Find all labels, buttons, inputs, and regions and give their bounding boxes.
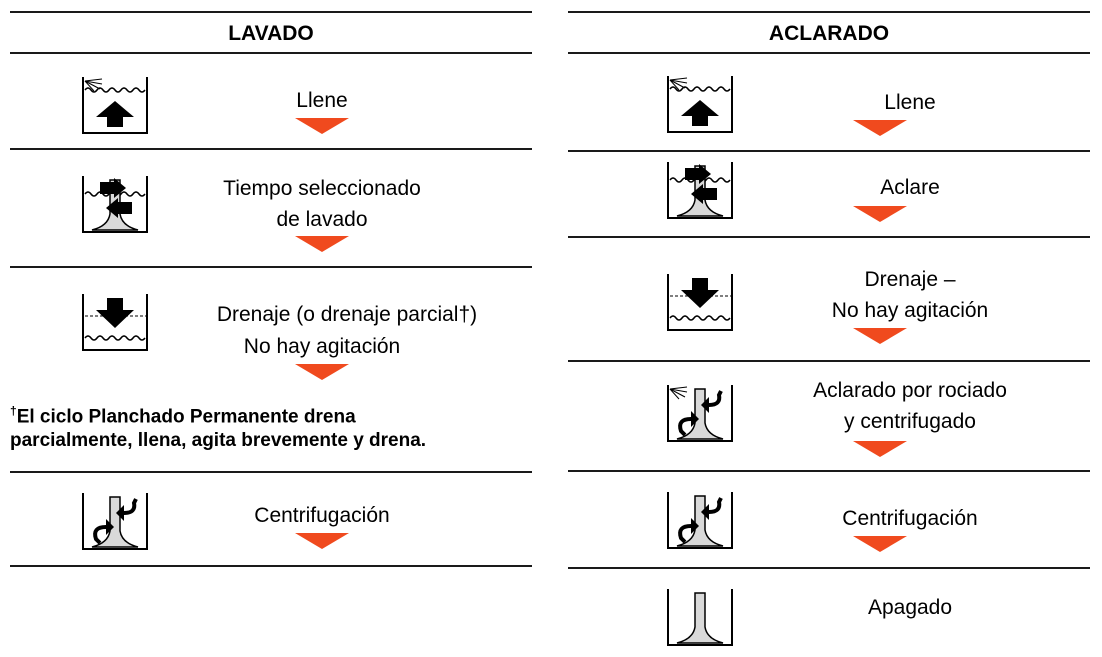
drain-icon (80, 292, 150, 352)
step-label: Llene (296, 89, 348, 112)
footnote-mark: † (10, 404, 17, 418)
divider (10, 11, 532, 13)
divider (10, 266, 532, 268)
spray-spin-icon (665, 383, 735, 443)
divider (568, 11, 1090, 13)
off-icon (665, 587, 735, 647)
step-label: de lavado (276, 208, 368, 231)
step-label: Centrifugación (842, 507, 978, 530)
down-arrow-icon (295, 236, 349, 252)
down-arrow-icon (295, 364, 349, 380)
divider (10, 565, 532, 567)
step-label: Drenaje – (864, 268, 956, 291)
down-arrow-icon (853, 120, 907, 136)
divider (568, 470, 1090, 472)
step-label: Apagado (867, 596, 953, 619)
divider (10, 52, 532, 54)
fill-icon (665, 74, 735, 134)
step-label: Aclarado por rociado (813, 379, 1007, 402)
footnote-line: parcialmente, llena, agita brevemente y … (10, 430, 427, 451)
step-label: Aclare (880, 176, 940, 199)
footnote-line: El ciclo Planchado Permanente drena (16, 406, 356, 428)
divider (568, 567, 1090, 569)
down-arrow-icon (295, 118, 349, 134)
down-arrow-icon (853, 206, 907, 222)
lavado-title: LAVADO (228, 22, 314, 45)
divider (568, 52, 1090, 54)
divider (10, 148, 532, 150)
rinse-agitate-icon (665, 160, 735, 220)
down-arrow-icon (295, 533, 349, 549)
divider (568, 236, 1090, 238)
step-label: No hay agitación (243, 335, 401, 358)
footnote: †El ciclo Planchado Permanente drena (10, 398, 356, 430)
spin-icon (80, 491, 150, 551)
step-label: No hay agitación (831, 299, 989, 322)
step-label: Centrifugación (254, 504, 390, 527)
aclarado-title: ACLARADO (768, 22, 890, 45)
down-arrow-icon (853, 328, 907, 344)
down-arrow-icon (853, 441, 907, 457)
divider (10, 471, 532, 473)
wash-agitate-icon (80, 174, 150, 234)
down-arrow-icon (853, 536, 907, 552)
divider (568, 360, 1090, 362)
divider (568, 150, 1090, 152)
drain-icon (665, 272, 735, 332)
step-label: y centrifugado (844, 410, 976, 433)
step-label: Tiempo seleccionado (223, 177, 421, 200)
spin-icon (665, 490, 735, 550)
fill-icon (80, 75, 150, 135)
step-label: Llene (884, 91, 936, 114)
step-label: Drenaje (o drenaje parcial†) (216, 303, 478, 326)
